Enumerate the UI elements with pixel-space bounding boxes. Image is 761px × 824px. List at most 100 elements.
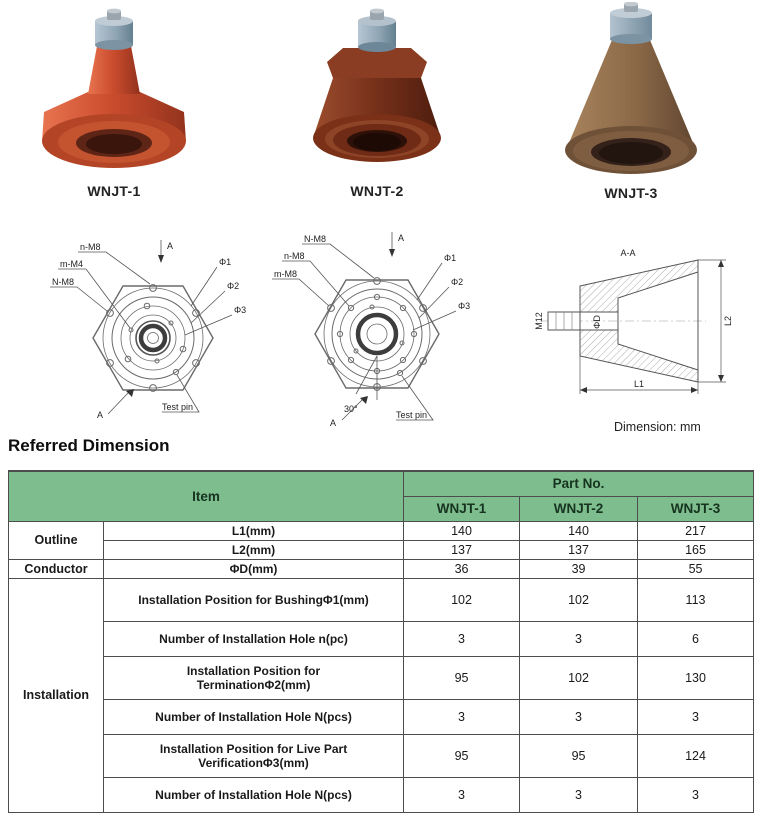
table-row: Installation Position for TerminationΦ2(… <box>9 655 755 700</box>
table-row: Number of Installation Hole N(pcs) 3 3 3 <box>9 698 755 735</box>
drawing-section-a-a: A-A M12 ΦD L2 L1 <box>534 248 733 394</box>
cell-value: 102 <box>519 577 639 622</box>
table-row: Installation Position for Live Part Veri… <box>9 733 755 778</box>
diameter-label: Φ3 <box>458 301 470 311</box>
row-item: Installation Position for BushingΦ1(mm) <box>102 577 405 622</box>
bolt-label: m-M8 <box>274 269 297 279</box>
drawing-wnjt-1-front-view: n-M8 m-M4 N-M8 A Φ1 Φ2 Φ3 Test pin A <box>50 240 246 420</box>
product-wnjt-2: WNJT-2 <box>297 8 457 199</box>
length-l2-label: L2 <box>723 316 733 326</box>
col-header-wnjt-1: WNJT-1 <box>403 495 521 522</box>
row-item: Number of Installation Hole N(pcs) <box>102 698 405 735</box>
bolt-label: n-M8 <box>284 251 305 261</box>
section-label: A <box>97 410 103 420</box>
cell-value: 95 <box>519 733 639 778</box>
leader-lines <box>272 232 457 421</box>
cell-value: 113 <box>637 577 755 622</box>
diameter-label: Φ1 <box>219 257 231 267</box>
diameter-label: Φ1 <box>444 253 456 263</box>
cell-value: 3 <box>403 620 521 657</box>
bushing-body <box>565 40 697 174</box>
bolt-label: N-M8 <box>304 234 326 244</box>
product-photo-wnjt-3 <box>565 2 697 174</box>
row-item: Installation Position for TerminationΦ2(… <box>102 655 405 700</box>
item-header: Item <box>7 470 405 522</box>
cell-value: 3 <box>519 620 639 657</box>
bolt-label: N-M8 <box>52 277 74 287</box>
group-outline: Outline <box>8 520 104 560</box>
test-pin-label: Test pin <box>162 402 193 412</box>
cap <box>358 8 396 52</box>
cell-value: 6 <box>637 620 755 657</box>
section-label: A <box>398 233 404 243</box>
dimension-lines <box>579 259 726 394</box>
test-pin-label: Test pin <box>396 410 427 420</box>
section-label: A <box>330 418 336 428</box>
table-row: L2(mm) 137 137 165 <box>9 539 755 560</box>
thread-label: M12 <box>534 312 544 330</box>
section-title-label: A-A <box>620 248 635 258</box>
table-row: Installation Installation Position for B… <box>8 577 755 813</box>
cell-value: 137 <box>519 539 639 560</box>
cell-value: 95 <box>403 655 521 700</box>
cell-value: 55 <box>637 558 755 579</box>
product-label: WNJT-1 <box>87 183 141 199</box>
cell-value: 124 <box>637 733 755 778</box>
group-conductor: Conductor <box>8 558 104 579</box>
col-header-wnjt-3: WNJT-3 <box>637 495 755 522</box>
row-item: Installation Position for Live Part Veri… <box>102 733 405 778</box>
product-wnjt-3: WNJT-3 <box>542 2 720 201</box>
cell-value: 102 <box>403 577 521 622</box>
bushing-body <box>42 46 186 168</box>
table-row: Conductor ΦD(mm) 36 39 55 <box>8 558 755 579</box>
cell-value: 39 <box>519 558 639 579</box>
cell-value: 130 <box>637 655 755 700</box>
row-item: L1(mm) <box>102 520 405 541</box>
angle-label: 30° <box>344 404 358 414</box>
leader-lines <box>50 240 233 415</box>
group-installation: Installation <box>8 577 104 813</box>
dimension-unit-note: Dimension: mm <box>614 420 701 434</box>
bolt-label: n-M8 <box>80 242 101 252</box>
product-wnjt-1: WNJT-1 <box>34 8 194 199</box>
cell-value: 3 <box>403 698 521 735</box>
flange-geometry <box>92 284 214 392</box>
cell-value: 3 <box>403 776 521 813</box>
cell-value: 102 <box>519 655 639 700</box>
conductor-diameter-label: ΦD <box>592 315 602 329</box>
product-photo-wnjt-2 <box>313 8 441 162</box>
product-label: WNJT-2 <box>350 183 404 199</box>
row-item: L2(mm) <box>102 539 405 560</box>
cell-value: 3 <box>519 776 639 813</box>
row-item: ΦD(mm) <box>102 558 405 579</box>
row-item: Number of Installation Hole n(pc) <box>102 620 405 657</box>
cell-value: 3 <box>637 698 755 735</box>
section-geometry <box>540 259 706 383</box>
diameter-label: Φ2 <box>451 277 463 287</box>
row-item: Number of Installation Hole N(pcs) <box>102 776 405 813</box>
length-l1-label: L1 <box>634 379 644 389</box>
cap <box>610 2 652 44</box>
col-header-wnjt-2: WNJT-2 <box>519 495 639 522</box>
cell-value: 140 <box>403 520 521 541</box>
cell-value: 3 <box>519 698 639 735</box>
bolt-label: m-M4 <box>60 259 83 269</box>
table-row: Number of Installation Hole N(pcs) 3 3 3 <box>9 776 755 813</box>
product-label: WNJT-3 <box>604 185 658 201</box>
bushing-body <box>313 48 441 162</box>
table-row: Number of Installation Hole n(pc) 3 3 6 <box>9 620 755 657</box>
flange-geometry <box>314 277 440 391</box>
cap <box>95 8 133 50</box>
diameter-label: Φ2 <box>227 281 239 291</box>
cell-value: 36 <box>403 558 521 579</box>
drawing-wnjt-2-front-view: N-M8 n-M8 m-M8 A Φ1 Φ2 Φ3 30° Test pin A <box>272 232 470 428</box>
part-no-header: Part No. <box>403 470 755 497</box>
cell-value: 95 <box>403 733 521 778</box>
cell-value: 217 <box>637 520 755 541</box>
cell-value: 165 <box>637 539 755 560</box>
section-title: Referred Dimension <box>8 436 170 455</box>
table-row: Outline L1(mm) 140 140 217 <box>8 520 755 560</box>
diameter-label: Φ3 <box>234 305 246 315</box>
dimension-table: Item Part No. WNJT-1 WNJT-2 WNJT-3 Outli… <box>7 470 755 813</box>
